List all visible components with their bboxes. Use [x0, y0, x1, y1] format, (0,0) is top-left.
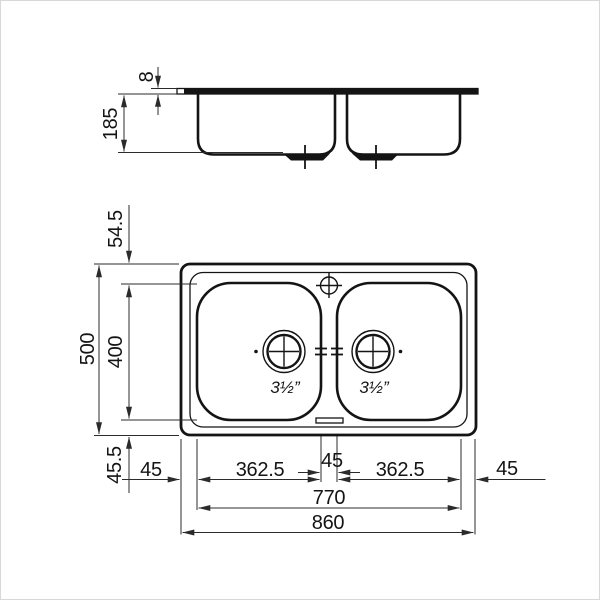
dim-left-margin: 45 — [140, 459, 162, 481]
left-drain-symbol — [254, 329, 306, 374]
dim-right-margin: 45 — [496, 458, 518, 480]
sink-outline — [179, 262, 478, 437]
left-bowl — [195, 281, 323, 422]
top-view-dimensions: 500 54.5 400 45.5 45 362.5 45 362.5 45 7… — [77, 205, 546, 536]
dim-left-bowl-width: 362.5 — [236, 459, 285, 481]
front-right-bowl — [345, 94, 462, 156]
front-left-bowl — [196, 94, 337, 156]
front-view: 8 185 — [100, 67, 479, 169]
right-drain-dot — [398, 349, 403, 354]
dim-top-inset: 54.5 — [105, 210, 127, 248]
dim-overall-depth: 500 — [77, 333, 99, 366]
sink-inner-rim — [189, 271, 468, 428]
dim-center-divider: 45 — [321, 450, 343, 472]
dim-rim-thickness: 8 — [136, 71, 158, 82]
front-rim-bar — [184, 88, 478, 94]
drain-size-label-left: 3½” — [270, 378, 301, 397]
overflow-slot — [315, 417, 344, 424]
dim-depth: 185 — [100, 108, 122, 141]
dim-bowls-outer-span: 770 — [313, 487, 346, 509]
drain-size-label-right: 3½” — [359, 378, 390, 397]
dim-bowl-front-to-back: 400 — [105, 336, 127, 369]
dim-overall-width: 860 — [312, 512, 345, 534]
faucet-hole-icon — [316, 273, 342, 298]
front-left-drain-icon — [283, 153, 330, 161]
right-bowl — [335, 281, 463, 422]
divider-marks — [315, 347, 343, 356]
top-view: 3½” 3½” — [179, 262, 478, 482]
right-drain-symbol — [351, 329, 403, 374]
dim-bottom-inset: 45.5 — [104, 446, 126, 484]
left-drain-dot — [254, 349, 258, 354]
dim-right-bowl-width: 362.5 — [376, 459, 425, 481]
